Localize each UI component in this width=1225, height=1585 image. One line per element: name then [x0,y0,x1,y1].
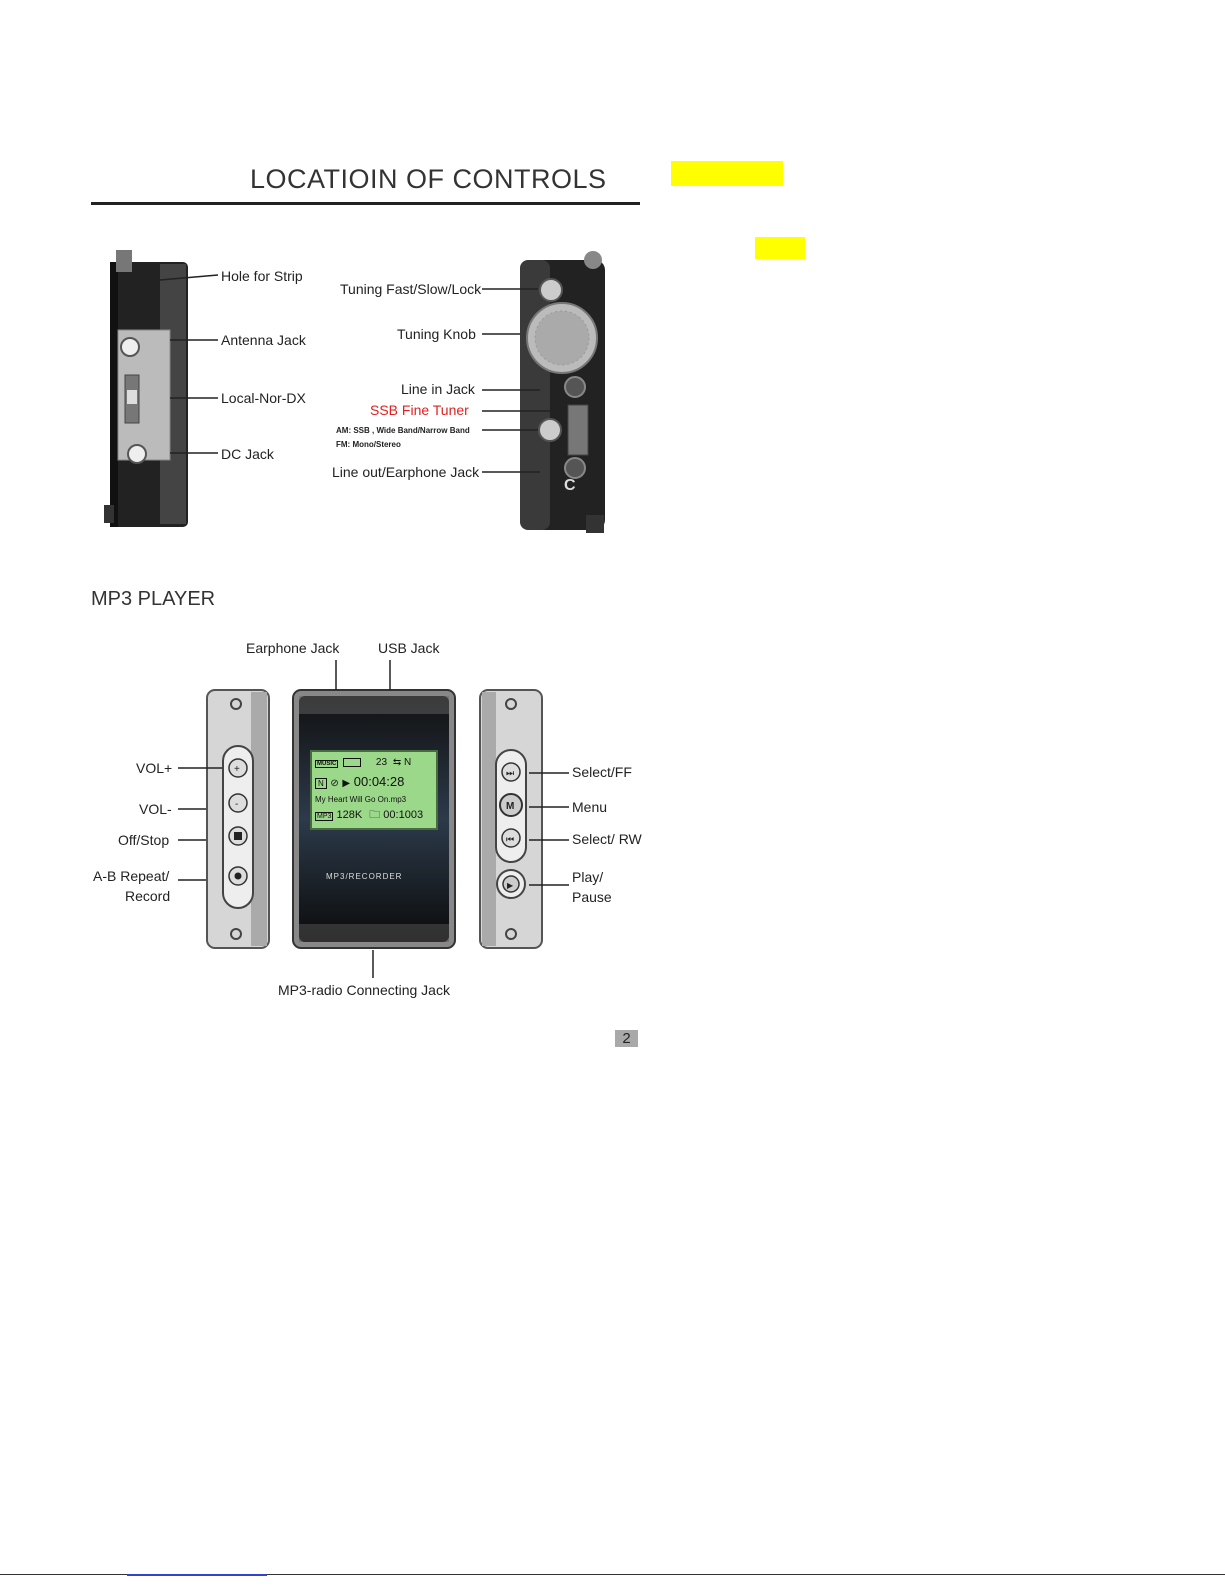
yellow-highlight [671,161,783,186]
page-number: 2 [615,1030,638,1047]
footer-rule [0,1574,1225,1575]
svg-text:+: + [234,764,240,775]
label-off-stop: Off/Stop [118,832,170,848]
svg-text:⏭: ⏭ [506,768,514,778]
label-tuning-knob: Tuning Knob [397,326,476,342]
label-vol-plus: VOL+ [136,760,173,776]
label-usb-jack: USB Jack [378,640,440,656]
label-menu: Menu [572,799,608,815]
label-vol-minus: VOL- [139,801,172,817]
lcd-music-badge: MUSIC [315,760,339,768]
lcd-bitrate: 128K [336,809,363,821]
label-antenna-jack: Antenna Jack [221,332,306,348]
svg-text:▶: ▶ [507,881,514,890]
lcd-line4: MP3 128K 🗀 00:1003 [315,807,433,825]
mp3-right-leader-lines [529,772,569,886]
svg-text:M: M [506,801,514,812]
mp3-left-side-illustration: + - [206,689,270,949]
lcd-track-number: 23 [375,757,388,768]
mp3-lcd-screen: MUSIC 23 ⇆ N N ⊘ ▶ 00:04:28 My Heart Wil… [310,750,438,830]
label-earphone-jack: Earphone Jack [246,640,340,656]
section-heading-mp3: MP3 PLAYER [91,588,216,610]
page-title: LOCATIOIN OF CONTROLS [250,164,607,194]
mp3-right-side-illustration: ⏭ M ⏮ ▶ [479,689,543,949]
svg-text:⏮: ⏮ [506,834,514,844]
lcd-format-badge: MP3 [315,812,334,821]
lcd-elapsed-time: 00:04:28 [353,774,405,789]
lcd-mode: N [403,757,412,768]
label-hole-for-strip: Hole for Strip [221,268,303,284]
label-record: Record [125,888,171,904]
radio-right-side-illustration: C [520,251,605,533]
label-mp3-radio-connecting-jack: MP3-radio Connecting Jack [278,982,450,998]
mp3-top-bottom-leader-lines [335,660,391,978]
radio-right-leader-lines [482,288,550,473]
label-am-modes: AM: SSB , Wide Band/Narrow Band [336,426,470,435]
radio-left-side-illustration [104,250,188,527]
label-pause: Pause [572,889,612,905]
svg-text:-: - [235,799,238,810]
label-tuning-fast-slow-lock: Tuning Fast/Slow/Lock [340,281,482,297]
lcd-mode-icon: N [315,778,327,789]
yellow-highlight-small [755,237,805,259]
lcd-line1: MUSIC 23 ⇆ N [315,754,433,773]
lcd-eq-icon: ⇆ [392,757,402,768]
label-select-ff: Select/FF [572,764,632,780]
title-rule [91,202,640,205]
footer-link-underline[interactable] [127,1574,267,1576]
mp3-left-leader-lines [178,767,222,881]
lcd-file-count: 00:1003 [383,809,424,821]
label-fm-modes: FM: Mono/Stereo [336,440,401,449]
label-ab-repeat: A-B Repeat/ [93,868,170,884]
svg-text:C: C [564,477,576,494]
label-line-in-jack: Line in Jack [401,381,475,397]
lcd-battery-icon [343,757,362,767]
mp3-brand-text: MP3/RECORDER [326,872,403,881]
label-play: Play/ [572,869,604,885]
label-line-out-earphone-jack: Line out/Earphone Jack [332,464,480,480]
radio-left-leader-lines [160,274,219,454]
lcd-line2: N ⊘ ▶ 00:04:28 [315,773,433,793]
lcd-folder-icon: 🗀 [369,809,381,821]
label-ssb-fine-tuner: SSB Fine Tuner [370,402,469,418]
lcd-song-title: My Heart Will Go On.mp3 [315,795,407,804]
lcd-play-icon: ▶ [342,778,351,789]
label-dc-jack: DC Jack [221,446,274,462]
label-local-nor-dx: Local-Nor-DX [221,390,306,406]
lcd-repeat-icon: ⊘ [330,778,339,789]
label-select-rw: Select/ RW [572,831,642,847]
